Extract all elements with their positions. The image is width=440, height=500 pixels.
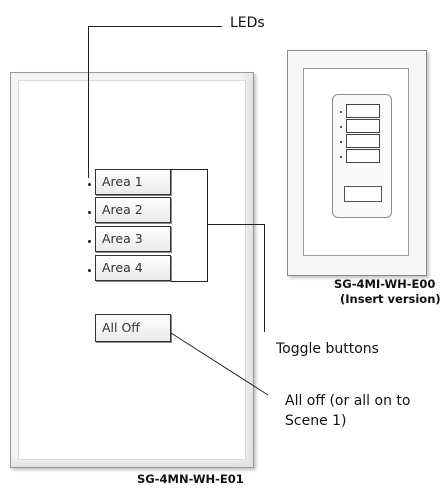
area-3-button[interactable]: Area 3 [95,226,171,252]
toggle-callout-vertical [264,224,265,332]
all-off-label-line2: Scene 1) [285,413,347,429]
insert-version-note: (Insert version) [340,292,440,306]
leds-label: LEDs [230,15,265,31]
mini-all-off-button [344,186,382,202]
led-area-1 [88,183,91,186]
mini-button-3 [346,134,380,148]
insert-model-caption: SG-4MI-WH-E00 [334,277,436,291]
leds-callout-line-vertical [88,26,89,178]
area-2-button[interactable]: Area 2 [95,197,171,223]
area-4-button[interactable]: Area 4 [95,255,171,281]
mini-button-4 [346,149,380,163]
toggle-callout-horizontal [207,224,265,225]
all-off-label-line1: All off (or all on to [285,393,411,409]
area-1-button[interactable]: Area 1 [95,169,171,195]
led-area-2 [88,211,91,214]
mini-led-4 [340,156,342,158]
toggle-buttons-label: Toggle buttons [276,341,379,357]
main-model-caption: SG-4MN-WH-E01 [137,472,244,486]
led-area-3 [88,240,91,243]
mini-led-2 [340,126,342,128]
toggle-bracket-vertical [207,169,208,282]
led-area-4 [88,269,91,272]
toggle-bracket-bottom [171,281,208,282]
toggle-bracket-top [171,169,208,170]
mini-button-1 [346,104,380,118]
all-off-button[interactable]: All Off [95,314,171,342]
mini-led-3 [340,141,342,143]
mini-button-2 [346,119,380,133]
leds-callout-line-horizontal [88,26,222,27]
mini-led-1 [340,111,342,113]
